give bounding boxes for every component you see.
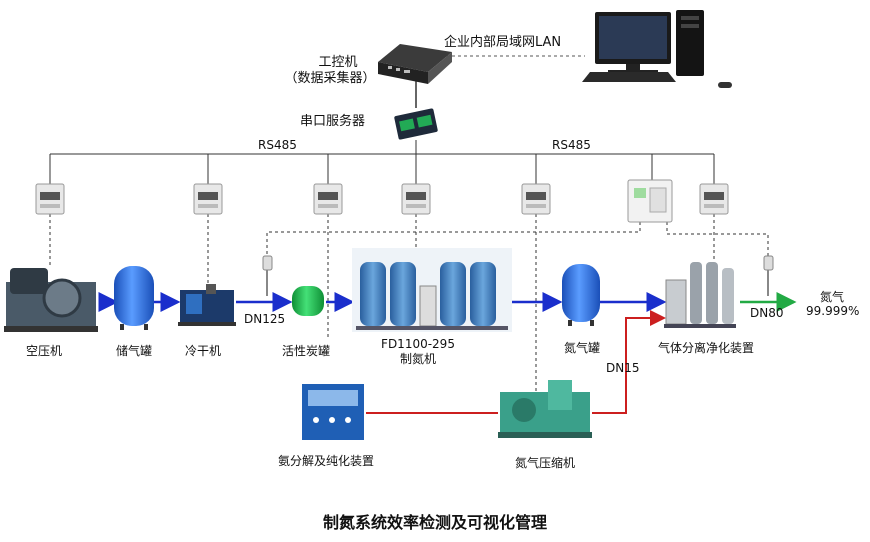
ammonia-unit-icon <box>302 384 364 440</box>
lan-label: 企业内部局域网LAN <box>444 35 562 50</box>
nitrogen-tank-icon <box>562 264 600 326</box>
generator-model-label: FD1100-295 <box>381 337 455 351</box>
air-tank-label: 储气罐 <box>115 344 153 358</box>
output-purity-label: 99.999% <box>806 304 860 318</box>
generator-label: 制氮机 <box>399 352 437 366</box>
output-gas-label: 氮气 <box>820 290 845 304</box>
nitrogen-compressor-icon <box>498 380 592 438</box>
power-meter-icon <box>35 183 729 215</box>
red-pipeline <box>366 310 666 414</box>
rs485-bus <box>49 140 715 184</box>
bus-right-label: RS485 <box>552 138 591 152</box>
dn80-label: DN80 <box>750 306 784 320</box>
dryer-label: 冷干机 <box>184 344 222 358</box>
page-title: 制氮系统效率检测及可视化管理 <box>322 513 548 532</box>
serial-server-label: 串口服务器 <box>300 114 366 129</box>
bus-left-label: RS485 <box>258 138 297 152</box>
sensor-links <box>49 214 769 395</box>
flow-sensor-icon <box>262 255 774 296</box>
compressor-label: 氮气压缩机 <box>514 456 576 470</box>
nitrogen-tank-label: 氮气罐 <box>563 341 601 355</box>
ipc-label: 工控机 <box>318 55 358 70</box>
air-compressor-label: 空压机 <box>25 344 63 358</box>
purifier-icon <box>664 262 736 328</box>
ammonia-unit-label: 氨分解及纯化装置 <box>277 454 375 468</box>
carbon-tank-label: 活性炭罐 <box>281 344 331 358</box>
desktop-computer-icon <box>582 10 732 88</box>
ipc-sub-label: （数据采集器） <box>284 71 376 86</box>
dn125-label: DN125 <box>244 312 286 326</box>
carbon-tank-icon <box>292 286 324 316</box>
nitrogen-generator-icon <box>352 248 512 332</box>
serial-server-icon <box>394 108 438 140</box>
purifier-label: 气体分离净化装置 <box>657 341 755 355</box>
air-compressor-icon <box>4 268 98 332</box>
dn15-label: DN15 <box>606 361 640 375</box>
industrial-pc-icon <box>378 44 452 84</box>
gas-analyzer-icon <box>627 179 673 223</box>
air-dryer-icon <box>178 284 236 326</box>
air-tank-icon <box>114 266 154 330</box>
